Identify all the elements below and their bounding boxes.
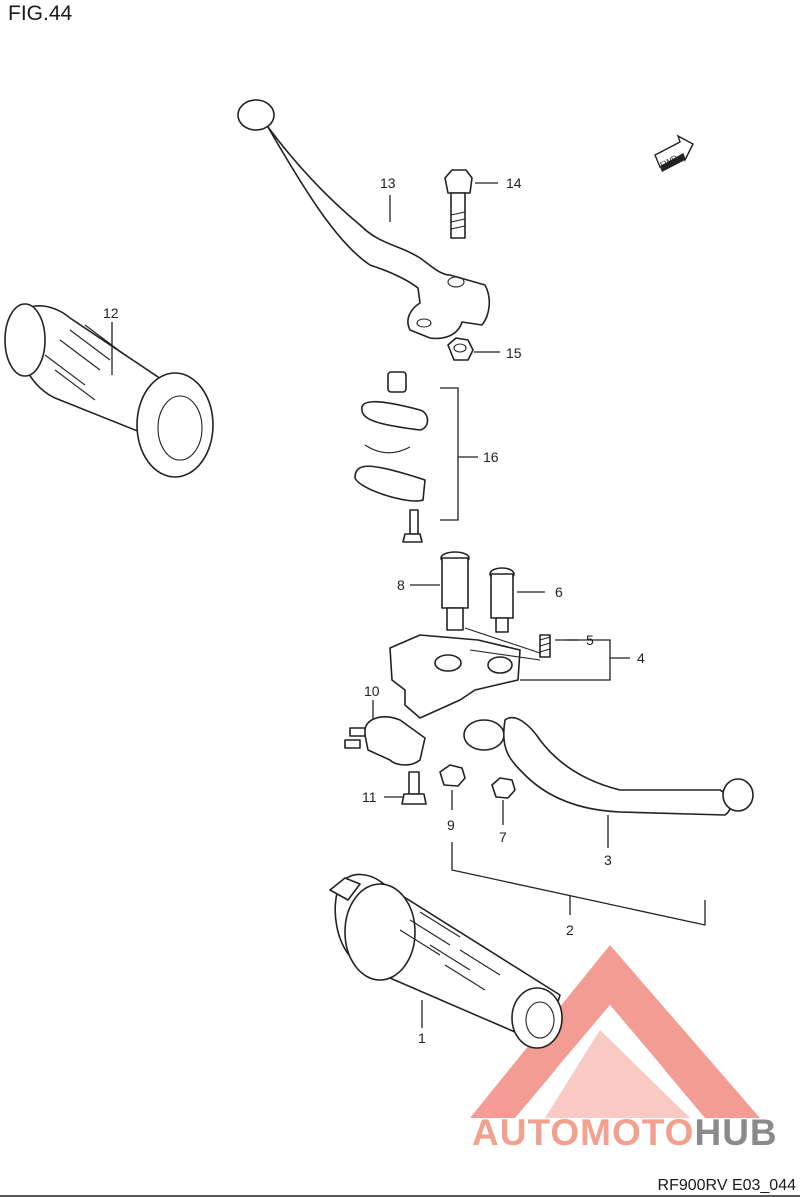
part-15-nut xyxy=(447,337,474,361)
part-3-lever xyxy=(463,716,754,816)
callout-4: 4 xyxy=(637,650,645,666)
part-11-screw xyxy=(401,771,427,805)
callout-13: 13 xyxy=(380,175,396,191)
part-4-bracket xyxy=(389,627,541,719)
watermark-logo-icon xyxy=(470,945,760,1118)
callout-9: 9 xyxy=(447,817,455,833)
callout-6: 6 xyxy=(555,584,563,600)
part-9-nut xyxy=(439,764,466,787)
fwd-arrow-icon: FWD xyxy=(654,134,694,172)
callout-2: 2 xyxy=(566,922,574,938)
callout-12: 12 xyxy=(103,305,119,321)
part-1-grip xyxy=(329,873,563,1049)
part-13-lever xyxy=(237,99,491,340)
watermark-part1: AUTOMOTO xyxy=(472,1112,694,1153)
part-12-grip xyxy=(4,303,214,478)
part-7-nut xyxy=(491,777,516,799)
part-14-bolt xyxy=(444,169,473,239)
callout-3: 3 xyxy=(604,852,612,868)
part-16-switch-set xyxy=(354,371,429,543)
figure-title: FIG.44 xyxy=(8,2,73,25)
part-10-switch xyxy=(344,716,426,766)
callout-10: 10 xyxy=(364,683,380,699)
callout-11: 11 xyxy=(362,789,377,805)
callout-5: 5 xyxy=(586,632,594,648)
callout-14: 14 xyxy=(506,175,522,191)
callout-16: 16 xyxy=(483,449,499,465)
watermark-text: AUTOMOTOHUB xyxy=(472,1112,778,1153)
callout-1: 1 xyxy=(418,1030,426,1046)
callout-7: 7 xyxy=(499,829,507,845)
part-5-pin xyxy=(539,634,551,658)
watermark-part2: HUB xyxy=(694,1112,777,1153)
callout-15: 15 xyxy=(506,345,522,361)
part-8-bolt xyxy=(440,551,470,631)
figure-code: RF900RV E03_044 xyxy=(657,1177,796,1194)
part-6-bolt xyxy=(489,567,515,633)
callout-8: 8 xyxy=(397,577,405,593)
